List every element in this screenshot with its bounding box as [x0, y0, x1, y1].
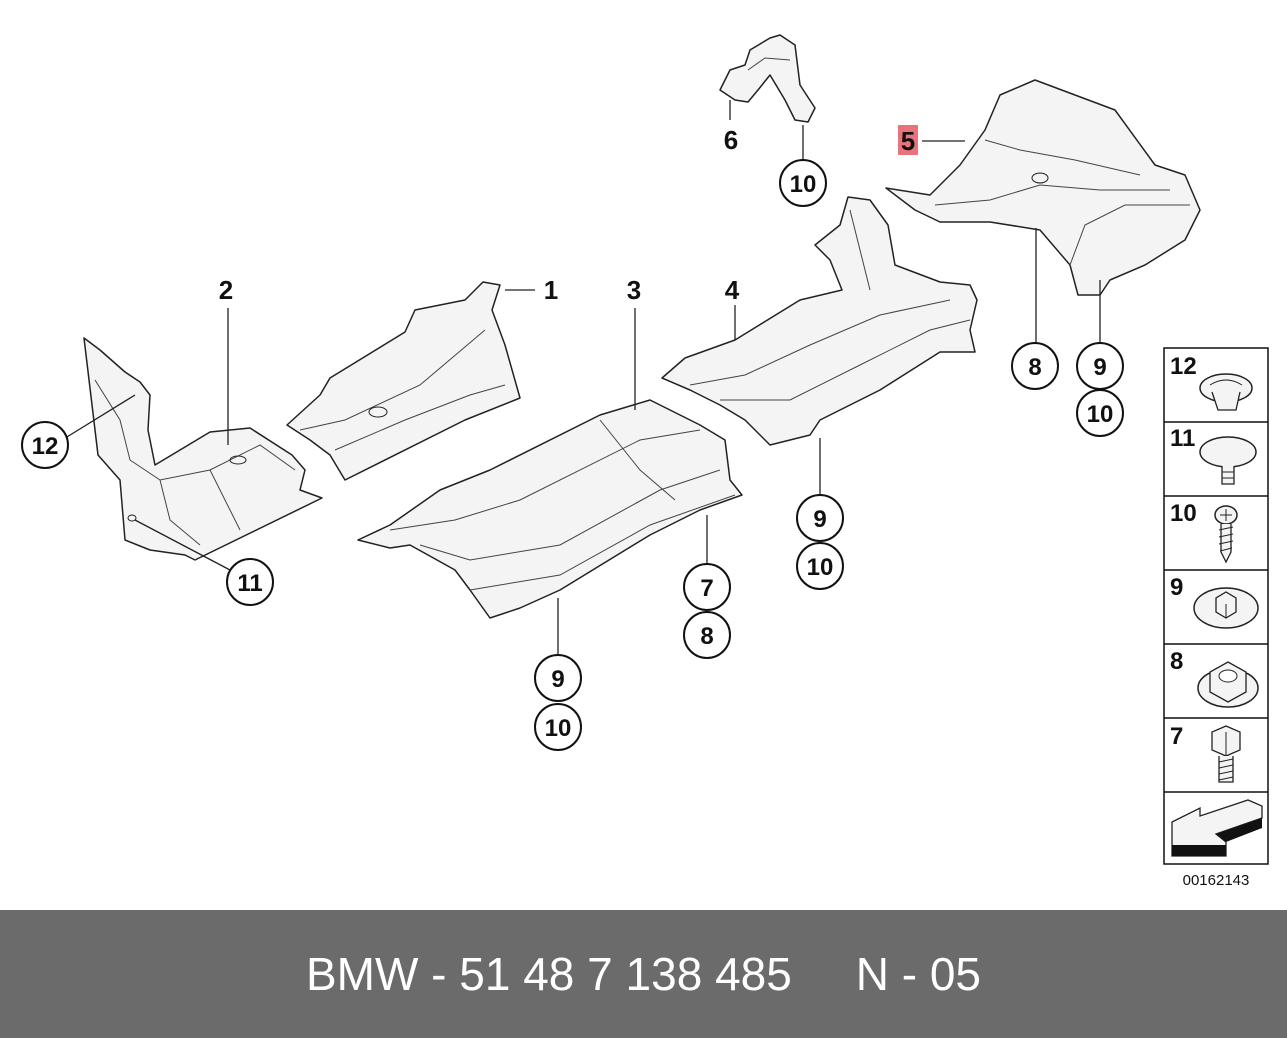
hex-bolt-icon	[1211, 725, 1241, 783]
footer-part-number: BMW - 51 48 7 138 485	[305, 948, 792, 1000]
bubble-9-low: 9	[551, 666, 564, 693]
legend-label-9: 9	[1170, 574, 1183, 601]
bubble-8-right: 8	[1028, 354, 1041, 381]
parts-diagram: 1 2 3 4 5 6 12 11 10 8 9 10 9 10 7 8 9 1…	[21, 34, 1269, 889]
bubble-10-low: 10	[545, 715, 572, 742]
legend-label-7: 7	[1170, 723, 1183, 750]
callout-6: 6	[724, 125, 738, 155]
bubble-9-mid: 9	[813, 506, 826, 533]
bubble-11-left: 11	[237, 570, 262, 597]
hex-collar-nut-icon	[1197, 661, 1259, 708]
bubble-8-mid: 8	[700, 623, 713, 650]
bubble-10-top: 10	[790, 171, 817, 198]
catalog-number: 00162143	[1183, 872, 1250, 889]
fastener-legend: 12 11 10 9 8	[1163, 347, 1269, 865]
part-4-heat-shield	[661, 196, 978, 446]
part-6-bracket	[719, 34, 816, 123]
legend-label-10: 10	[1170, 500, 1197, 527]
expansion-rivet-icon	[1199, 436, 1257, 485]
bubble-10-right: 10	[1087, 401, 1114, 428]
footer-bar: BMW - 51 48 7 138 485 N - 05	[0, 910, 1287, 1038]
legend-label-12: 12	[1170, 353, 1197, 380]
part-3-heat-shield	[357, 399, 743, 619]
part-5-heat-shield	[885, 79, 1201, 296]
clip-nut-icon	[1199, 373, 1253, 411]
callout-3: 3	[627, 275, 641, 305]
direction-arrow-icon	[1171, 799, 1263, 857]
callout-5-highlight	[898, 125, 918, 155]
part-1-heat-shield	[286, 281, 521, 481]
callout-4: 4	[725, 275, 740, 305]
bubble-9-right: 9	[1093, 354, 1106, 381]
leader-lines	[61, 100, 1101, 655]
callout-2: 2	[219, 275, 233, 305]
tapping-screw-icon	[1214, 505, 1238, 564]
footer-spacer	[792, 947, 856, 1001]
washer-nut-icon	[1193, 587, 1259, 629]
bubble-7-mid: 7	[700, 575, 713, 602]
callout-5: 5	[901, 126, 915, 156]
bubble-10-mid: 10	[807, 554, 834, 581]
legend-label-8: 8	[1170, 648, 1183, 675]
part-callouts: 1 2 3 4 5 6	[219, 125, 918, 305]
callout-1: 1	[544, 275, 558, 305]
part-2-heat-shield	[83, 337, 323, 561]
legend-label-11: 11	[1170, 425, 1195, 452]
bubble-callouts: 12 11 10 8 9 10 9 10 7 8 9 10	[21, 159, 1124, 751]
bubble-12-left: 12	[32, 433, 59, 460]
footer-reference: N - 05	[855, 948, 981, 1000]
